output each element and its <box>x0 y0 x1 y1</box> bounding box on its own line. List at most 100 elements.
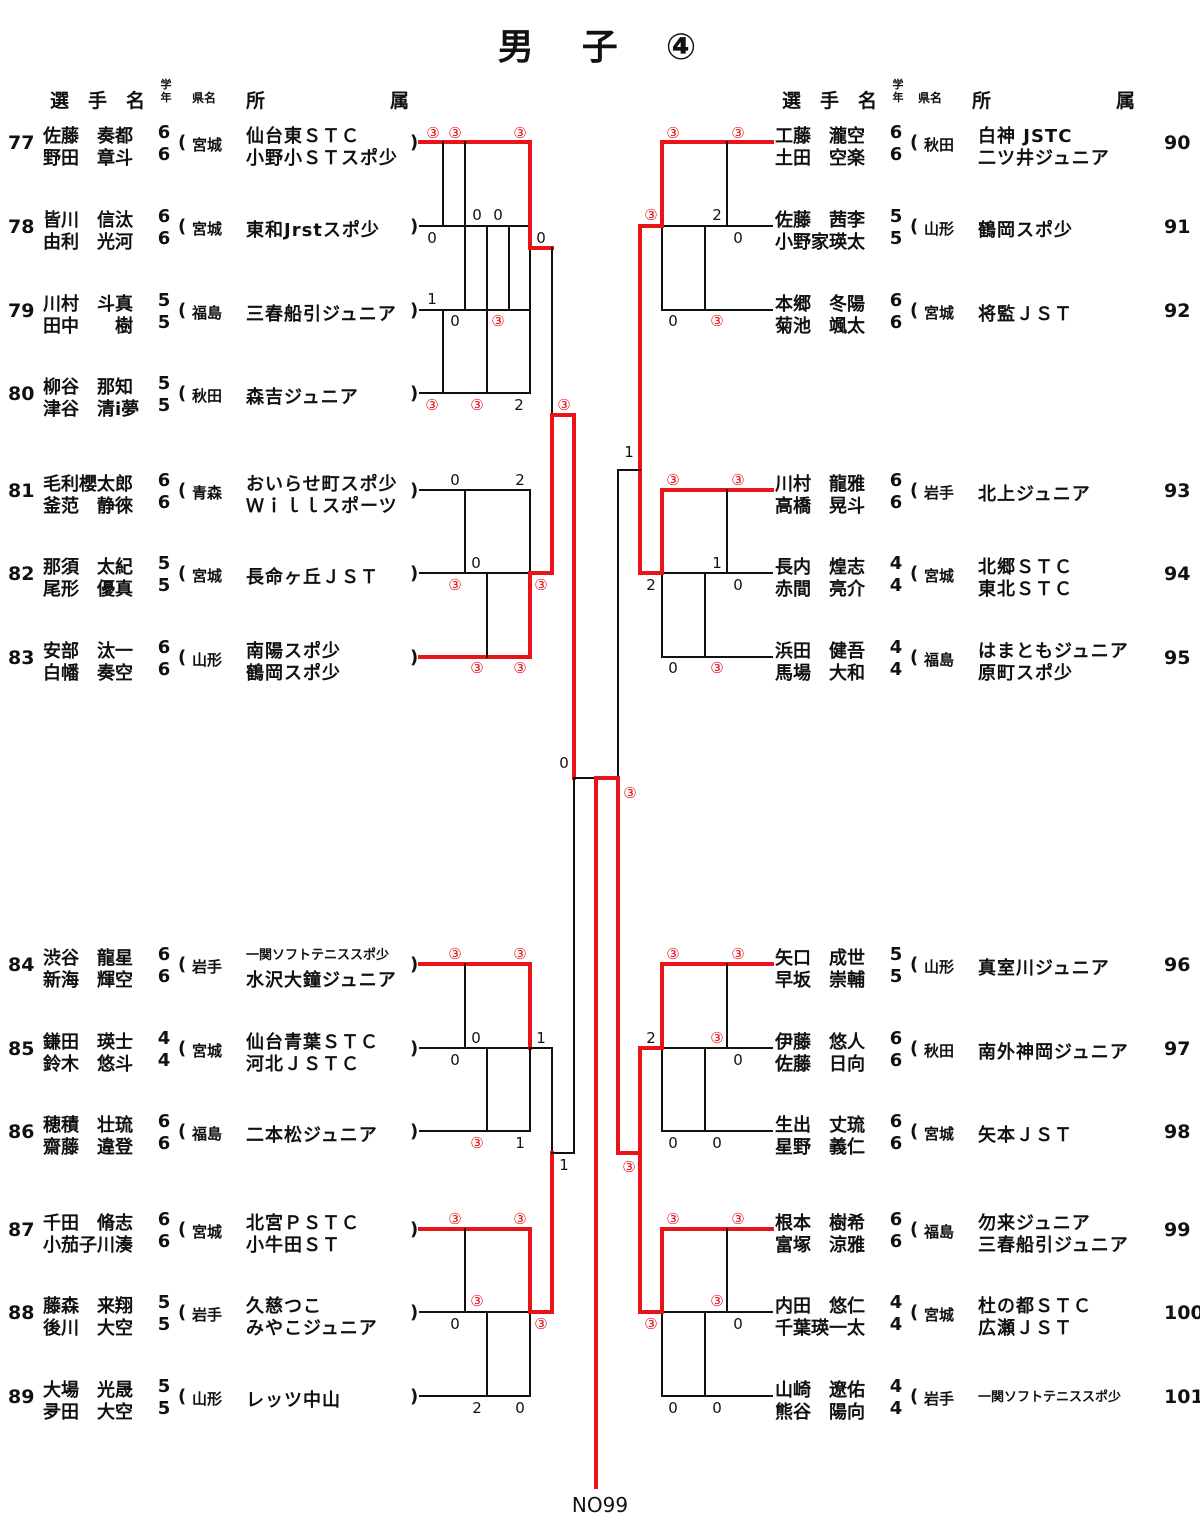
prefecture: 宮城 <box>192 567 223 585</box>
player-grade-2: 4 <box>889 1314 903 1335</box>
player-grade-2: 5 <box>157 575 171 596</box>
paren-close: ) <box>410 480 419 501</box>
player-grade-2: 6 <box>889 144 903 165</box>
club-name-1: 鶴岡スポ少 <box>978 220 1073 241</box>
player-grade-1: 6 <box>889 290 903 311</box>
player-grade-2: 5 <box>157 312 171 333</box>
game-score: ③ <box>622 1158 635 1176</box>
player-grade-2: 6 <box>889 492 903 513</box>
paren-open: ( <box>910 1219 919 1240</box>
player-grade-1: 5 <box>157 373 171 394</box>
entry-number: 96 <box>1164 954 1191 976</box>
club-name-1: 白神 JSTC <box>978 126 1073 147</box>
club-name-1: おいらせ町スポ少 <box>246 474 398 495</box>
prefecture: 宮城 <box>192 220 223 238</box>
prefecture: 宮城 <box>924 1125 955 1143</box>
game-score: 0 <box>450 1051 460 1069</box>
game-score: 0 <box>712 1399 722 1417</box>
game-score: 0 <box>493 206 503 224</box>
club-name-1: 三春船引ジュニア <box>246 304 397 325</box>
player-grade-2: 6 <box>157 144 171 165</box>
player-grade-1: 6 <box>889 1111 903 1132</box>
player-grade-1: 5 <box>157 1376 171 1397</box>
paren-open: ( <box>178 383 187 404</box>
prefecture: 宮城 <box>192 136 223 154</box>
paren-open: ( <box>910 300 919 321</box>
player-grade-1: 6 <box>157 206 171 227</box>
player-name-2: 新海 輝空 <box>43 970 133 991</box>
header-grade-top-right: 学 <box>892 78 904 91</box>
prefecture: 山形 <box>192 651 223 669</box>
game-score: 0 <box>668 1399 678 1417</box>
player-grade-1: 5 <box>889 206 903 227</box>
header-pref-right: 県名 <box>918 91 943 105</box>
player-name-2: 野田 章斗 <box>43 148 133 169</box>
player-grade-2: 6 <box>157 659 171 680</box>
paren-close: ) <box>410 132 419 153</box>
paren-open: ( <box>178 480 187 501</box>
game-score: 0 <box>427 229 437 247</box>
paren-close: ) <box>410 647 419 668</box>
player-name-2: 尾形 優真 <box>43 579 133 600</box>
paren-open: ( <box>910 647 919 668</box>
game-score: ③ <box>470 659 483 677</box>
game-score: 0 <box>536 229 546 247</box>
player-name-2: 馬場 大和 <box>775 663 865 684</box>
player-name-2: 富塚 涼雅 <box>775 1235 865 1256</box>
player-name-1: 内田 悠仁 <box>775 1296 865 1317</box>
club-name-1: 長命ヶ丘ＪＳＴ <box>246 567 379 588</box>
player-name-1: 千田 脩志 <box>43 1213 133 1234</box>
paren-close: ) <box>410 1219 419 1240</box>
player-name-1: 根本 樹希 <box>775 1213 865 1234</box>
player-name-1: 長内 煌志 <box>775 557 865 578</box>
player-grade-1: 6 <box>889 122 903 143</box>
game-score: ③ <box>534 1315 547 1333</box>
entry-number: 95 <box>1164 647 1191 669</box>
player-grade-1: 6 <box>157 1209 171 1230</box>
game-score: ③ <box>731 471 744 489</box>
player-name-1: 山崎 遼佑 <box>775 1380 865 1401</box>
prefecture: 宮城 <box>924 567 955 585</box>
game-score: 0 <box>450 312 460 330</box>
club-name-1: 森吉ジュニア <box>246 387 359 408</box>
header-aff-b: 属 <box>390 90 410 112</box>
club-name-2: 水沢大鐘ジュニア <box>246 970 397 991</box>
player-grade-2: 4 <box>889 659 903 680</box>
prefecture: 秋田 <box>924 136 955 154</box>
player-name-1: 矢口 成世 <box>775 948 865 969</box>
club-name-1: レッツ中山 <box>246 1390 341 1411</box>
player-name-1: 大場 光晟 <box>43 1380 133 1401</box>
paren-open: ( <box>178 1038 187 1059</box>
entry-number: 81 <box>8 480 35 502</box>
player-grade-1: 4 <box>889 637 903 658</box>
prefecture: 宮城 <box>192 1223 223 1241</box>
club-name-2: 原町スポ少 <box>978 663 1073 684</box>
entry-number: 79 <box>8 300 35 322</box>
player-grade-2: 4 <box>889 1398 903 1419</box>
prefecture: 山形 <box>924 958 955 976</box>
player-grade-1: 6 <box>157 122 171 143</box>
player-name-2: 佐藤 日向 <box>775 1054 865 1075</box>
club-name-1: 久慈つこ <box>246 1296 322 1317</box>
player-name-2: 千葉瑛一太 <box>775 1318 865 1339</box>
game-score: ③ <box>513 124 526 142</box>
player-name-1: 佐藤 奏都 <box>43 126 133 147</box>
paren-open: ( <box>910 1121 919 1142</box>
player-grade-1: 6 <box>157 470 171 491</box>
player-grade-2: 6 <box>157 492 171 513</box>
entry-number: 93 <box>1164 480 1191 502</box>
game-score: ③ <box>644 1315 657 1333</box>
game-score: ③ <box>710 1292 723 1310</box>
player-name-2: 津谷 清i夢 <box>43 399 140 420</box>
paren-open: ( <box>178 1386 187 1407</box>
game-score: 2 <box>712 206 722 224</box>
paren-open: ( <box>910 954 919 975</box>
